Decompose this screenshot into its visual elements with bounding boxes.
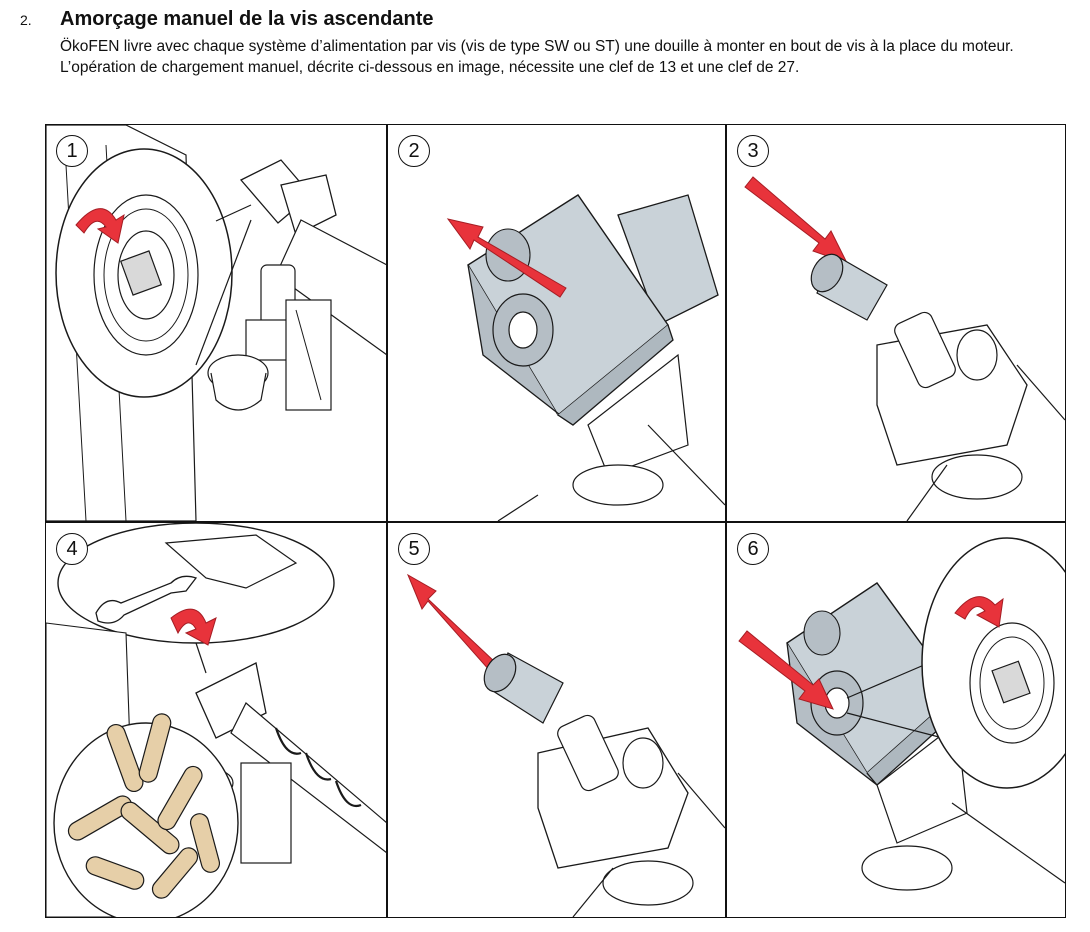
step-panel-6: 6 bbox=[727, 523, 1065, 917]
arrow-out-icon bbox=[446, 218, 567, 298]
section-number: 2. bbox=[20, 12, 32, 28]
pellet-icon bbox=[67, 713, 221, 899]
step-number-2: 2 bbox=[398, 135, 430, 167]
section-paragraph: ÖkoFEN livre avec chaque système d’alime… bbox=[60, 38, 1014, 76]
step-panel-2: 2 bbox=[388, 125, 725, 521]
wrench-rotate-icon bbox=[170, 608, 217, 646]
section-title: Amorçage manuel de la vis ascendante bbox=[60, 8, 434, 30]
wrench-icon bbox=[95, 575, 198, 624]
illustration-step-1 bbox=[46, 125, 387, 521]
step-panel-3: 3 bbox=[727, 125, 1065, 521]
illustration-step-6 bbox=[738, 537, 1065, 891]
illustration-step-5 bbox=[406, 573, 725, 917]
arrow-out-icon bbox=[406, 573, 497, 672]
rotate-arrow-icon bbox=[954, 596, 1004, 628]
step-number-3: 3 bbox=[737, 135, 769, 167]
step-number-1: 1 bbox=[56, 135, 88, 167]
step-panel-4: 4 bbox=[46, 523, 387, 917]
illustration-step-2 bbox=[446, 194, 725, 521]
step-panel-1: 1 bbox=[46, 125, 387, 521]
illustration-step-4 bbox=[46, 523, 387, 917]
illustration-grid: 1 2 bbox=[45, 124, 1066, 918]
arrow-in-icon bbox=[744, 176, 849, 264]
step-number-6: 6 bbox=[737, 533, 769, 565]
step-panel-5: 5 bbox=[388, 523, 725, 917]
step-number-5: 5 bbox=[398, 533, 430, 565]
rotate-arrow-icon bbox=[75, 208, 125, 244]
illustration-step-3 bbox=[744, 176, 1065, 521]
arrow-in-icon bbox=[738, 630, 834, 710]
step-number-4: 4 bbox=[56, 533, 88, 565]
